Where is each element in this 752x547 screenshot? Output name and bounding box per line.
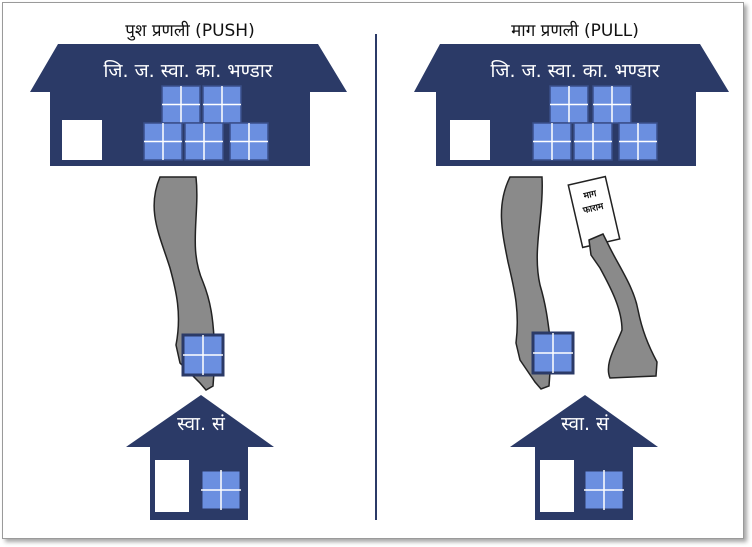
pull-facility-door — [540, 460, 574, 512]
push-facility-label: स्वा. सं — [177, 413, 226, 435]
pull-title: माग प्रणली (PULL) — [511, 20, 639, 41]
pull-facility-crate — [582, 468, 626, 512]
pull-facility-label: स्वा. सं — [561, 413, 610, 435]
push-warehouse: जि. ज. स्वा. का. भण्डार — [30, 44, 347, 166]
push-facility-door — [155, 460, 189, 512]
pull-warehouse: जि. ज. स्वा. का. भण्डार — [414, 44, 729, 166]
push-title: पुश प्रणली (PUSH) — [125, 20, 254, 41]
pull-request-arm-icon — [588, 233, 658, 379]
pull-warehouse-door — [450, 120, 490, 160]
push-warehouse-label: जि. ज. स्वा. का. भण्डार — [103, 59, 273, 82]
push-delivered-crate — [181, 333, 225, 377]
pull-delivered-crate — [531, 331, 575, 375]
form-line1: माग — [582, 189, 599, 202]
push-facility: स्वा. सं — [126, 395, 274, 520]
pull-warehouse-label: जि. ज. स्वा. का. भण्डार — [490, 59, 660, 82]
pull-facility: स्वा. सं — [510, 395, 658, 520]
push-facility-crate — [199, 468, 243, 512]
form-line2: फाराम — [581, 202, 605, 217]
pull-form: माग फाराम — [567, 175, 621, 249]
push-warehouse-door — [62, 120, 102, 160]
